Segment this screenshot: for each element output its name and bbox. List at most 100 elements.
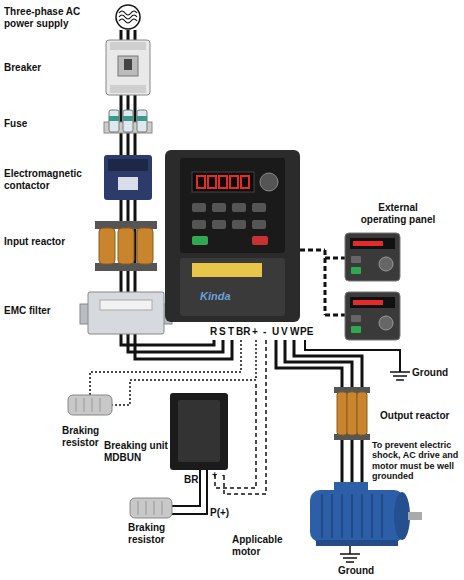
breaker-window [118, 56, 138, 76]
fuse-band [123, 116, 133, 121]
component-label: Breaking unit MDBUN [104, 440, 170, 463]
ground-symbol [340, 546, 360, 562]
panel-display [350, 238, 395, 249]
fuse-band [137, 116, 147, 121]
panel-digits [353, 300, 383, 305]
motor-fins [322, 494, 382, 538]
sine-wave [119, 11, 137, 23]
reactor-coil [118, 228, 134, 264]
stop-button [252, 236, 268, 245]
warning-sticker [192, 263, 262, 277]
panel-display [350, 297, 395, 308]
ground-wire [305, 340, 400, 372]
ground-symbol [390, 372, 410, 380]
motor-end-cap [394, 492, 410, 540]
fuse-symbol [123, 110, 133, 132]
breaker-handle [124, 59, 132, 70]
component-label: Ground [412, 367, 448, 379]
display-digit [230, 176, 238, 188]
drive-button [192, 203, 206, 212]
breaker-terminals [110, 85, 146, 93]
terminal-name: P(+) [210, 507, 229, 519]
panel-cable [300, 250, 345, 315]
terminal-name: V [281, 326, 288, 338]
drive-button [232, 220, 246, 229]
display-digit [197, 176, 205, 188]
component-label: Electromagnetic contactor [4, 168, 94, 191]
drive-button [212, 220, 226, 229]
resistor-wire [90, 340, 241, 395]
resistor-symbol [130, 498, 172, 518]
run-button [192, 236, 208, 245]
terminal-name: + [212, 470, 217, 480]
panel-button [351, 256, 361, 263]
reactor-coil [99, 228, 115, 264]
panel-button [351, 315, 361, 322]
component-label: Braking resistor [128, 522, 183, 545]
reactor-coil [357, 392, 367, 435]
terminal-name: + [252, 326, 258, 338]
terminal-name: BR [184, 474, 198, 486]
terminal-name: S [219, 326, 226, 338]
display-digit [241, 176, 249, 188]
fuse-band [109, 116, 119, 121]
component-label: Output reactor [380, 410, 449, 422]
drive-button [252, 220, 266, 229]
note-text: To prevent electric shock, AC drive and … [372, 440, 462, 481]
drive-button [232, 203, 246, 212]
component-label: Three-phase AC power supply [4, 6, 89, 29]
reactor-coil [337, 392, 347, 435]
panel-button [351, 267, 361, 274]
display-digit [208, 176, 216, 188]
drive-knob [260, 173, 278, 191]
terminal-name: - [222, 470, 225, 480]
panel-button [351, 326, 361, 333]
component-label: Fuse [4, 118, 27, 130]
contactor-top [108, 159, 148, 171]
component-label: Ground [338, 565, 374, 577]
drive-lower-face [180, 258, 285, 316]
contactor-body [104, 155, 152, 200]
component-label: Breaker [4, 62, 41, 74]
braking-unit-body [170, 393, 228, 470]
contactor-plate [118, 177, 138, 190]
panel-digits [353, 241, 383, 246]
drive-button [252, 203, 266, 212]
component-label: External operating panel [358, 202, 438, 225]
component-label: Applicable motor [232, 534, 292, 557]
panel-knob [379, 316, 393, 330]
motor-shaft [408, 512, 422, 520]
terminal-name: U [272, 326, 279, 338]
terminal-name: - [263, 326, 266, 338]
drive-button [212, 203, 226, 212]
resistor-wire [172, 470, 207, 514]
terminal-name: R [210, 326, 217, 338]
emc-filter-body [88, 292, 164, 334]
breaker-terminals [110, 42, 146, 50]
terminal-name: PE [300, 326, 313, 338]
reactor-coil [347, 392, 357, 435]
resistor-fins [76, 398, 100, 412]
drive-display [192, 172, 254, 192]
fuse-symbol [137, 110, 147, 132]
component-label: EMC filter [4, 305, 51, 317]
terminal-name: BR [236, 326, 250, 338]
dc-bus-wire [224, 340, 266, 494]
terminal-name: W [290, 326, 299, 338]
motor-body [310, 490, 404, 542]
operating-panel [345, 292, 400, 340]
breaker-body [106, 40, 150, 95]
fuse-symbol [109, 110, 119, 132]
ac-source-symbol [116, 5, 140, 29]
resistor-fins [138, 501, 162, 515]
motor-feet [316, 540, 398, 546]
resistor-symbol [68, 395, 112, 415]
operating-panel [345, 233, 400, 281]
braking-unit-face [178, 400, 220, 462]
filter-plate [100, 300, 152, 310]
component-label: Input reactor [4, 236, 65, 248]
motor-wire [342, 440, 362, 486]
drive-keypad [180, 158, 285, 253]
